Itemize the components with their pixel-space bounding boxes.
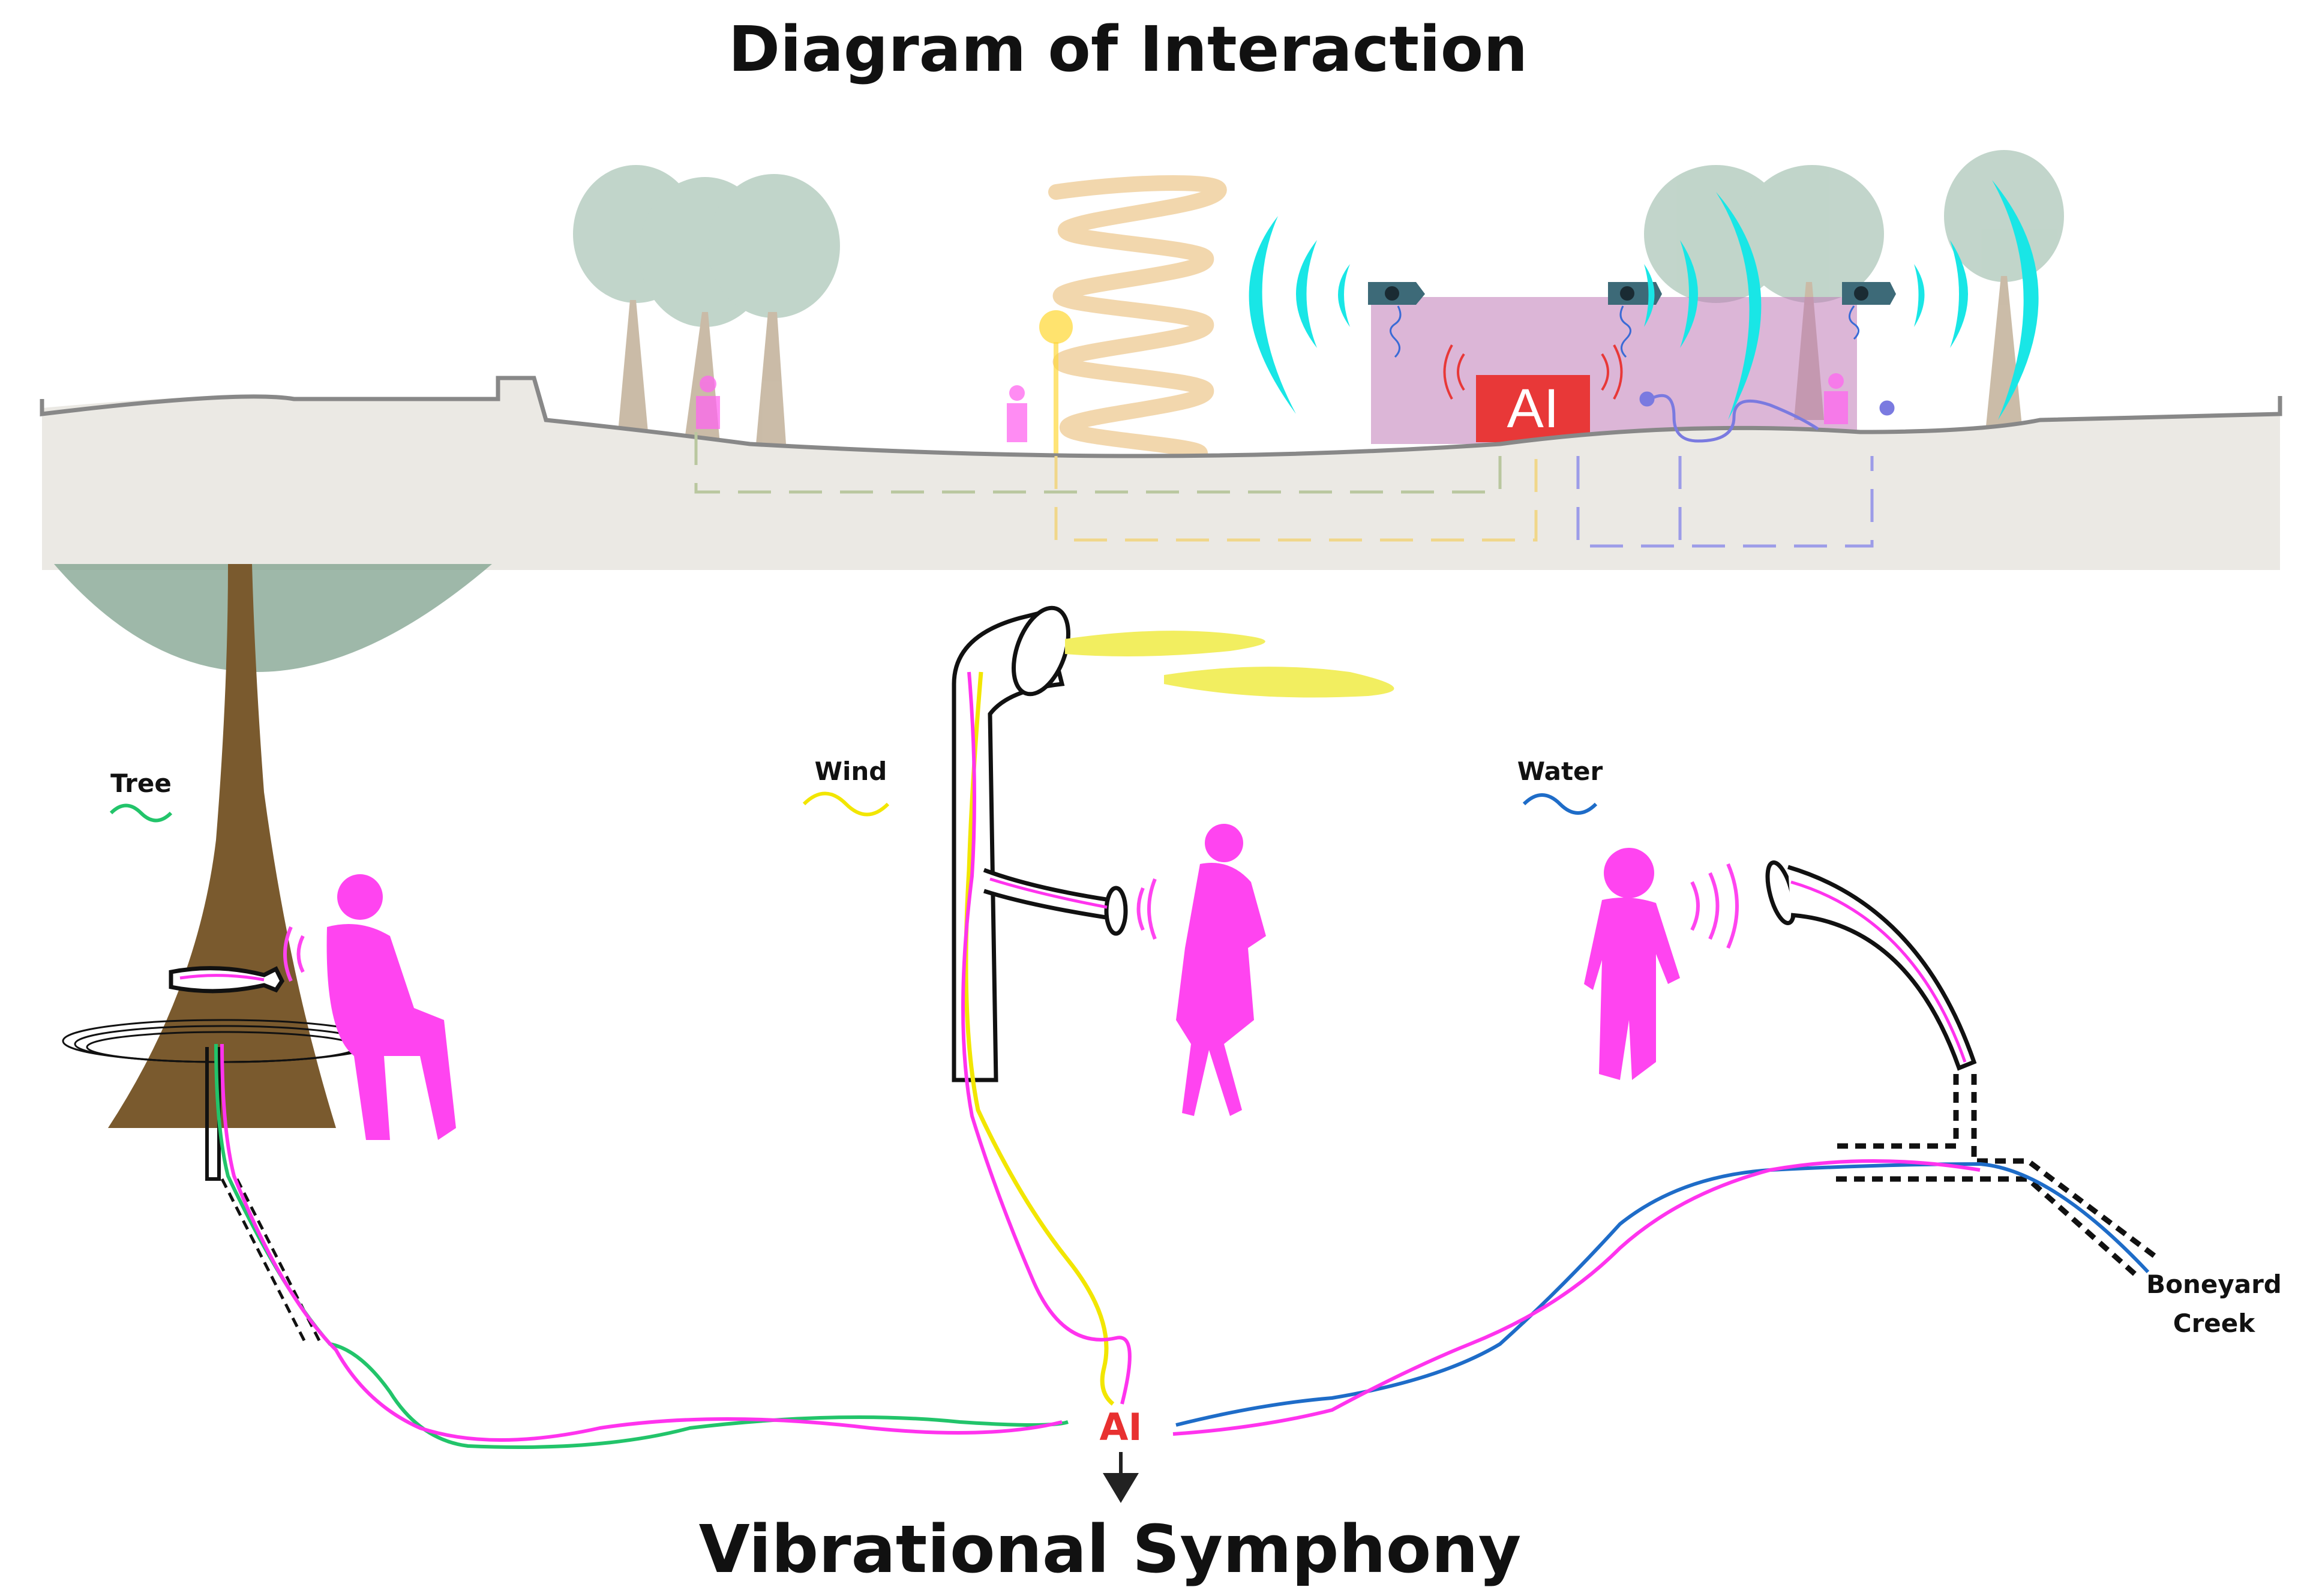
legend-tree-label: Tree (110, 769, 172, 798)
child-silhouette (1584, 848, 1680, 1080)
diagram-title: Diagram of Interaction (728, 13, 1528, 86)
ai-building-label: AI (1507, 378, 1559, 439)
wind-signal-line (964, 671, 1115, 1406)
water-sound-line (1172, 1159, 1981, 1436)
small-people (696, 373, 1848, 442)
ground-surface-line (40, 376, 2282, 458)
spiral-tower (1048, 175, 1227, 461)
legend-wind-label: Wind (815, 757, 887, 786)
ai-hub-label: AI (1099, 1405, 1142, 1449)
down-arrow-icon (1103, 1452, 1139, 1503)
tree-sound-line (220, 1043, 1063, 1442)
speaker-sound-waves (1249, 180, 2039, 420)
diagram-subtitle: Vibrational Symphony (699, 1511, 1522, 1588)
tree-installation (54, 564, 492, 1181)
speaker-right (1842, 282, 1896, 305)
walking-person-silhouette (1176, 824, 1266, 1116)
speaker-left (1368, 282, 1425, 305)
lamp-post (1039, 310, 1073, 456)
seated-person-silhouette (326, 874, 456, 1140)
background-trees-left (573, 165, 840, 444)
legend-tree: Tree (109, 769, 173, 823)
water-horn-installation (1765, 860, 1977, 1071)
wind-sound-line (961, 671, 1132, 1405)
legend-wind: Wind (802, 757, 890, 817)
tree-signal-line (214, 1043, 1069, 1449)
legend-water-label: Water (1517, 757, 1603, 786)
creek-label-line2: Creek (2173, 1309, 2256, 1338)
site-section: AI (40, 150, 2282, 570)
ai-building: AI (1371, 297, 1857, 444)
legend-water: Water (1517, 757, 1603, 815)
water-signal-line (1175, 1162, 2150, 1427)
creek-label-line1: Boneyard (2146, 1270, 2282, 1299)
wind-tube-installation (952, 605, 1394, 1082)
